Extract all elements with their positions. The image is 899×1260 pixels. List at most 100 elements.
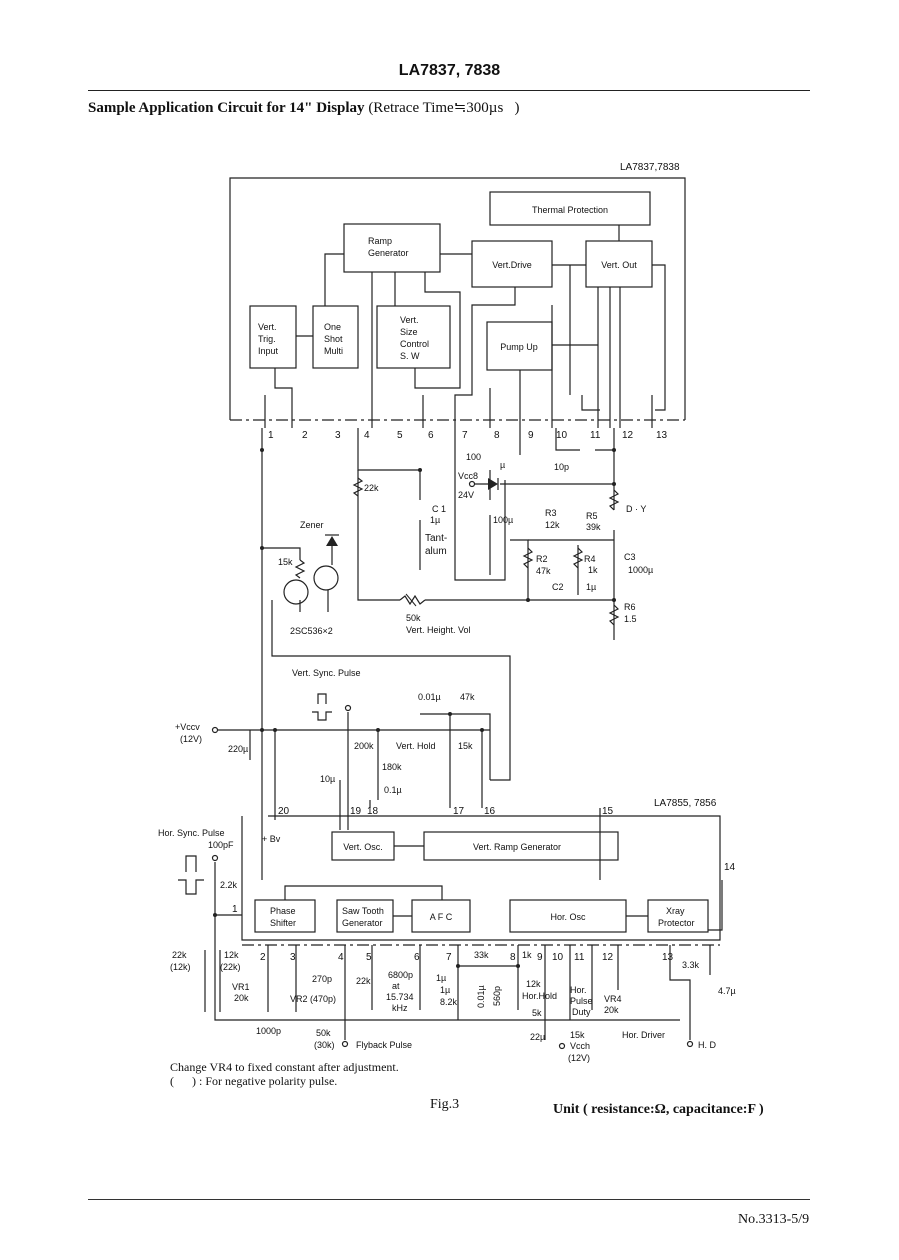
label-c2: C2 bbox=[552, 582, 564, 592]
label-vr1v: 20k bbox=[234, 993, 249, 1003]
top-pin-11: 11 bbox=[590, 430, 601, 441]
block-vert-size bbox=[376, 305, 451, 369]
hsync-pulse-shape bbox=[185, 855, 197, 872]
label-22u: 22µ bbox=[530, 1032, 545, 1042]
resistor-15k bbox=[294, 559, 306, 579]
ic-bottom-name: LA7855, 7856 bbox=[654, 798, 717, 809]
bottom-pin-10: 10 bbox=[552, 952, 564, 963]
top-pin-9: 9 bbox=[528, 430, 534, 441]
label-50k: 50k bbox=[406, 613, 421, 623]
bottom-pin-14: 14 bbox=[724, 862, 736, 873]
bottom-pin-12: 12 bbox=[602, 952, 614, 963]
label-180k: 180k bbox=[382, 762, 402, 772]
node bbox=[612, 448, 616, 452]
ic-bottom-outline bbox=[241, 816, 721, 941]
block-vert-osc-label: Vert. Osc. bbox=[343, 842, 383, 852]
label-hpd2: Pulse bbox=[570, 996, 593, 1006]
bottom-pin-20: 20 bbox=[278, 806, 290, 817]
label-tant2: alum bbox=[425, 546, 447, 557]
block-ramp-l2: Generator bbox=[368, 248, 409, 258]
bottom-pin-2: 2 bbox=[260, 952, 266, 963]
label-vr1: VR1 bbox=[232, 982, 250, 992]
label-12v: (12V) bbox=[180, 734, 202, 744]
label-1u-b: 1µ bbox=[440, 985, 450, 995]
block-vert-size-l1: Vert. bbox=[400, 315, 419, 325]
label-r6: R6 bbox=[624, 602, 636, 612]
label-r5v: 39k bbox=[586, 522, 601, 532]
top-pin-7: 7 bbox=[462, 430, 468, 441]
bottom-pin-3: 3 bbox=[290, 952, 296, 963]
label-12k: 12k bbox=[224, 950, 239, 960]
label-r2: R2 bbox=[536, 554, 548, 564]
label-220u: 220µ bbox=[228, 744, 248, 754]
label-33k-b: 3.3k bbox=[682, 960, 700, 970]
bottom-pin-7: 7 bbox=[446, 952, 452, 963]
page-title: Sample Application Circuit for 14" Displ… bbox=[88, 98, 520, 117]
block-saw-l1: Saw Tooth bbox=[342, 906, 384, 916]
bottom-pin-19: 19 bbox=[350, 806, 362, 817]
block-vert-trig-l1: Vert. bbox=[258, 322, 277, 332]
zener-diode bbox=[326, 536, 338, 546]
vsync-pulse-shape bbox=[317, 693, 327, 704]
bottom-pin-8: 8 bbox=[510, 952, 516, 963]
label-15k: 15k bbox=[278, 557, 293, 567]
bottom-pin-13: 13 bbox=[662, 952, 674, 963]
block-saw bbox=[336, 899, 394, 933]
bottom-pin-9: 9 bbox=[537, 952, 543, 963]
vsync-terminal bbox=[344, 704, 352, 712]
node bbox=[260, 546, 264, 550]
label-hd: H. D bbox=[698, 1040, 717, 1050]
ic-top-internal-wiring bbox=[264, 225, 666, 581]
label-c10p: 10p bbox=[554, 462, 569, 472]
label-1k: 1k bbox=[522, 950, 532, 960]
label-200k: 200k bbox=[354, 741, 374, 751]
label-001u-b: 0.01µ bbox=[476, 985, 486, 1008]
label-r4v: 1k bbox=[588, 565, 598, 575]
node bbox=[526, 598, 530, 602]
doc-number: No.3313-5/9 bbox=[738, 1212, 810, 1227]
block-thermal bbox=[489, 191, 651, 226]
label-30k: (30k) bbox=[314, 1040, 335, 1050]
top-pin-4: 4 bbox=[364, 430, 370, 441]
label-82k: 8.2k bbox=[440, 997, 458, 1007]
block-ramp-l1: Ramp bbox=[368, 236, 392, 246]
flyback-terminal bbox=[341, 1040, 349, 1048]
top-pin-12: 12 bbox=[622, 430, 634, 441]
block-ramp bbox=[343, 223, 441, 273]
label-r6v: 1.5 bbox=[624, 614, 637, 624]
label-vert-height: Vert. Height. Vol bbox=[406, 625, 471, 635]
label-1000p: 1000p bbox=[256, 1026, 281, 1036]
vcch-terminal bbox=[558, 1042, 566, 1050]
label-at: at bbox=[392, 981, 400, 991]
label-15k-b: 15k bbox=[458, 741, 473, 751]
hsync-terminal bbox=[211, 854, 219, 862]
label-22k-c: 22k bbox=[172, 950, 187, 960]
label-1u-a: 1µ bbox=[436, 973, 446, 983]
label-22k: 22k bbox=[364, 483, 379, 493]
label-100u: 100µ bbox=[493, 515, 513, 525]
top-pin-8: 8 bbox=[494, 430, 500, 441]
label-c100: 100 bbox=[466, 452, 481, 462]
label-2-2k: 2.2k bbox=[220, 880, 238, 890]
block-vert-drive-label: Vert.Drive bbox=[492, 260, 532, 270]
top-pin-3: 3 bbox=[335, 430, 341, 441]
bottom-pin-5: 5 bbox=[366, 952, 372, 963]
label-hpd1: Hor. bbox=[570, 985, 587, 995]
label-vcch: Vcch bbox=[570, 1041, 590, 1051]
top-external-wiring bbox=[261, 428, 615, 781]
label-horhold: Hor.Hold bbox=[522, 991, 557, 1001]
label-12k-b: 12k bbox=[526, 979, 541, 989]
label-vr4v: 20k bbox=[604, 1005, 619, 1015]
label-10u: 10µ bbox=[320, 774, 335, 784]
label-c3v: 1000µ bbox=[628, 565, 653, 575]
block-pump-up-label: Pump Up bbox=[500, 342, 538, 352]
label-c100u: µ bbox=[500, 460, 505, 470]
block-vert-trig-l3: Input bbox=[258, 346, 279, 356]
top-pin-5: 5 bbox=[397, 430, 403, 441]
header-rule bbox=[88, 90, 810, 91]
label-bv: + Bv bbox=[262, 834, 281, 844]
label-22k-d: 22k bbox=[356, 976, 371, 986]
hsync-pulse-shape-neg bbox=[178, 879, 204, 895]
bottom-hor-wiring bbox=[204, 820, 723, 1040]
